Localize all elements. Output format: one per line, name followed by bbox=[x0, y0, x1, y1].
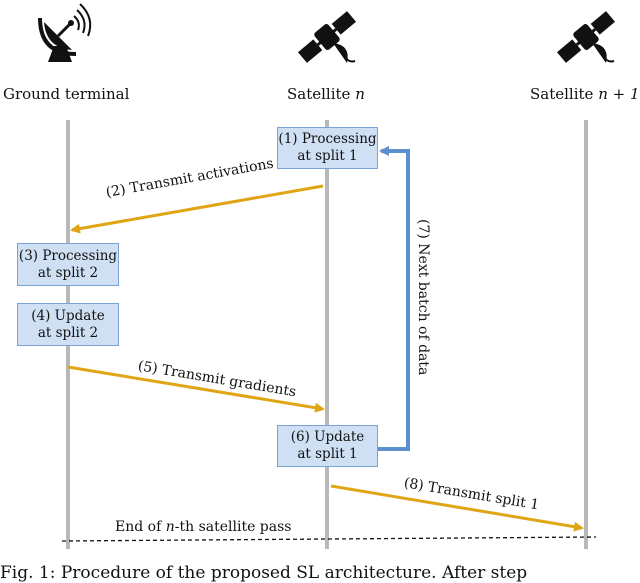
step-4-line2: at split 2 bbox=[37, 324, 99, 341]
step-1-box: (1) Processing at split 1 bbox=[277, 127, 378, 169]
figure-caption: Fig. 1: Procedure of the proposed SL arc… bbox=[0, 563, 528, 583]
node-label-satellite-n: Satellite n bbox=[287, 85, 365, 103]
satellite-icon bbox=[556, 11, 616, 63]
step-4-box: (4) Update at split 2 bbox=[17, 303, 119, 346]
step-6-box: (6) Update at split 1 bbox=[277, 425, 378, 467]
step-1-line1: (1) Processing bbox=[278, 131, 377, 147]
node-label-satellite-n-plus-1: Satellite n + 1 bbox=[530, 85, 640, 103]
satellite-dish-icon bbox=[38, 3, 92, 62]
step-3-line1: (3) Processing bbox=[18, 247, 118, 264]
end-of-pass-label: End of n-th satellite pass bbox=[115, 519, 292, 535]
step-4-line1: (4) Update bbox=[31, 307, 105, 324]
satellite-icon bbox=[297, 11, 357, 63]
step-1-line2: at split 1 bbox=[297, 148, 358, 164]
arrow-transmit-activations bbox=[70, 184, 324, 234]
arrow-transmit-split-1 bbox=[330, 484, 584, 532]
label-next-batch: (7) Next batch of data bbox=[415, 219, 431, 376]
step-3-box: (3) Processing at split 2 bbox=[17, 243, 119, 286]
step-6-line1: (6) Update bbox=[290, 429, 365, 445]
step-6-line2: at split 1 bbox=[297, 446, 358, 462]
arrow-transmit-gradients bbox=[67, 365, 325, 413]
arrow-next-batch-loop bbox=[378, 146, 410, 451]
node-label-ground-terminal: Ground terminal bbox=[3, 85, 130, 103]
end-of-pass-line bbox=[61, 536, 597, 542]
step-3-line2: at split 2 bbox=[37, 264, 99, 281]
